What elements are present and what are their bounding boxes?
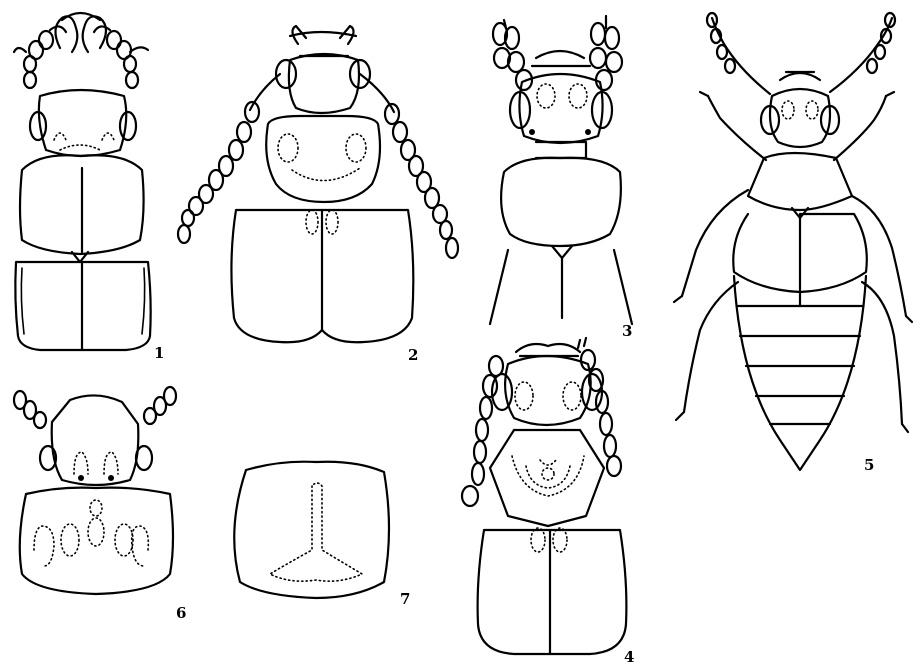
figure-3-number: 3: [622, 322, 632, 340]
figure-4-number: 4: [624, 648, 634, 664]
figure-7-number: 7: [400, 590, 410, 608]
figure-2-number: 2: [408, 346, 418, 364]
figure-6-number: 6: [176, 604, 186, 622]
figure-4-beetle: 4: [462, 338, 634, 664]
figure-5-number: 5: [864, 456, 874, 474]
figure-6-head-and-pronotum: 6: [14, 387, 186, 622]
figure-1-number: 1: [154, 344, 164, 362]
figure-7-pronotum: 7: [234, 462, 410, 608]
figure-3-beetle-forebody: 3: [490, 16, 632, 340]
figure-5-whole-beetle: 5: [674, 13, 912, 474]
figure-2-beetle-forebody: 2: [178, 26, 458, 364]
figure-1-beetle-forebody: 1: [14, 13, 164, 362]
